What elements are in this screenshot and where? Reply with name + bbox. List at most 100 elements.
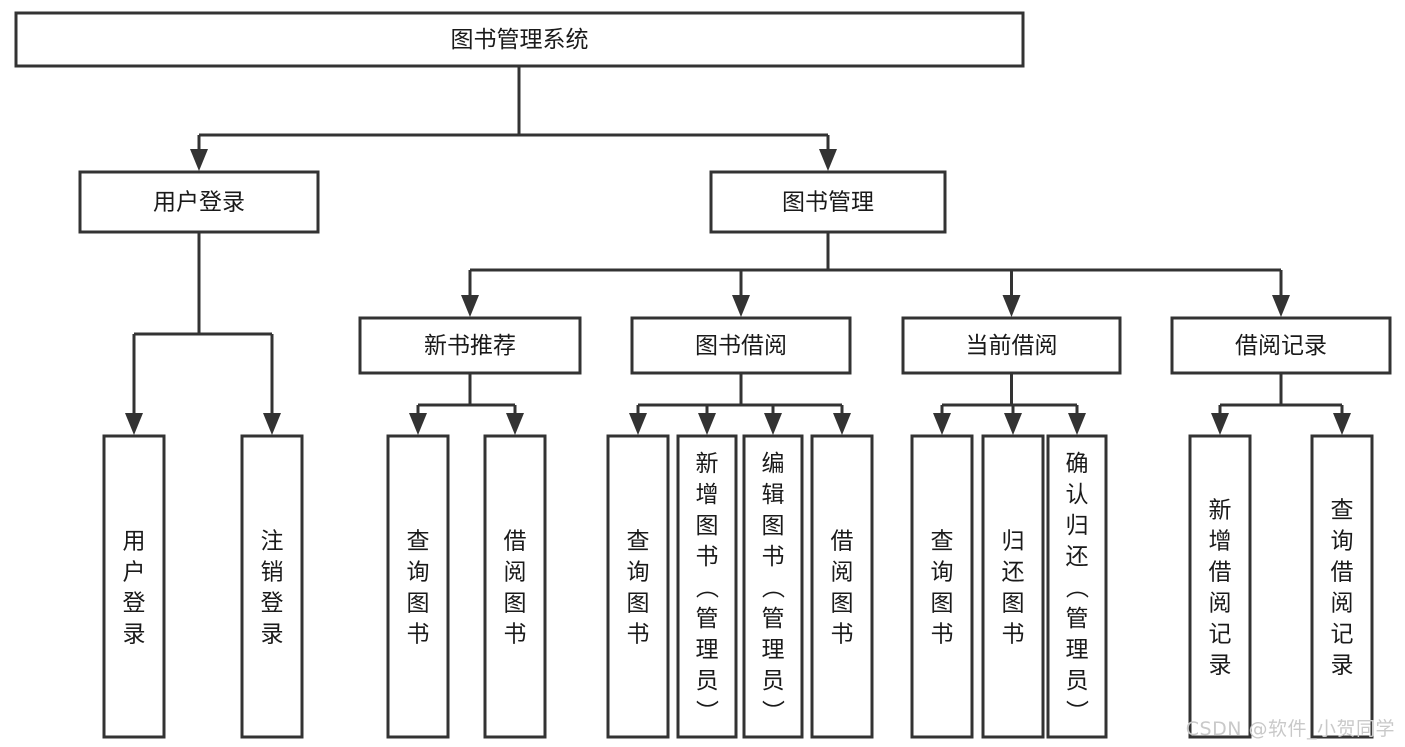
label-char: 阅 — [504, 560, 527, 586]
label-char: 认 — [1066, 482, 1089, 508]
label-char: 书 — [1002, 622, 1025, 648]
label-char: 借 — [1209, 560, 1232, 586]
label-char: 借 — [1331, 560, 1354, 586]
node-label-leaf-user-login: 用户登录 — [123, 529, 146, 648]
node-box-leaf-borrow-book-2[interactable] — [810, 434, 874, 739]
node-box-leaf-return-book[interactable] — [981, 434, 1045, 739]
label-char: 图 — [1002, 591, 1025, 617]
label-char: 还 — [1002, 560, 1025, 586]
label-char: 确 — [1066, 451, 1089, 477]
node-box-leaf-query-book-3[interactable] — [910, 434, 974, 739]
label-char: 借 — [831, 529, 854, 555]
node-box-borrow-record[interactable] — [1170, 316, 1392, 375]
label-char: 员 — [1066, 668, 1089, 694]
arrow-head-icon-leaf-borrow-book-2 — [833, 413, 851, 435]
label-char: 图 — [696, 513, 719, 539]
label-char: 归 — [1066, 513, 1089, 539]
label-char: 员 — [696, 668, 719, 694]
arrow-head-icon-leaf-query-borrow-record — [1333, 413, 1351, 435]
node-box-book-borrow[interactable] — [630, 316, 852, 375]
node-label-root: 图书管理系统 — [451, 27, 589, 53]
label-char: 书 — [407, 622, 430, 648]
label-char: 图 — [504, 591, 527, 617]
label-char: 管 — [1066, 606, 1089, 632]
node-box-leaf-borrow-book-1[interactable] — [483, 434, 547, 739]
node-label-book-manage: 图书管理 — [782, 190, 874, 216]
label-char: 询 — [407, 560, 430, 586]
label-char: 录 — [1331, 653, 1354, 679]
node-label-book-borrow: 图书借阅 — [695, 333, 787, 359]
label-char: 书 — [931, 622, 954, 648]
node-box-book-manage[interactable] — [709, 170, 947, 234]
label-char: ） — [1063, 700, 1089, 723]
label-char: 书 — [831, 622, 854, 648]
node-box-leaf-query-book-2[interactable] — [606, 434, 670, 739]
node-box-leaf-add-book-admin[interactable] — [676, 434, 738, 739]
label-layer: 图书管理系统用户登录图书管理新书推荐图书借阅当前借阅借阅记录用户登录注销登录查询… — [123, 27, 1354, 723]
label-char: 理 — [1066, 637, 1089, 663]
label-char: 记 — [1209, 622, 1232, 648]
node-box-leaf-query-book-1[interactable] — [386, 434, 450, 739]
label-char: 询 — [1331, 529, 1354, 555]
label-char: 图 — [931, 591, 954, 617]
label-char: 管 — [696, 606, 719, 632]
node-box-user-login[interactable] — [78, 170, 320, 234]
arrow-head-icon-leaf-query-book-1 — [409, 413, 427, 435]
node-box-current-borrow[interactable] — [901, 316, 1122, 375]
node-label-borrow-record: 借阅记录 — [1235, 333, 1327, 359]
label-char: 书 — [627, 622, 650, 648]
label-char: （ — [693, 576, 719, 599]
node-box-leaf-confirm-return-admin[interactable] — [1046, 434, 1108, 739]
arrow-head-icon-book-manage — [819, 149, 837, 171]
node-box-leaf-add-borrow-record[interactable] — [1188, 434, 1252, 739]
label-char: 理 — [696, 637, 719, 663]
label-char: 辑 — [762, 482, 785, 508]
node-box-leaf-edit-book-admin[interactable] — [742, 434, 804, 739]
label-char: 用 — [123, 529, 146, 555]
label-char: （ — [1063, 576, 1089, 599]
label-char: 查 — [407, 529, 430, 555]
arrow-head-icon-leaf-add-borrow-record — [1211, 413, 1229, 435]
arrow-head-icon-book-borrow — [732, 295, 750, 317]
label-char: 阅 — [1209, 591, 1232, 617]
node-label-new-book-recommend: 新书推荐 — [424, 333, 516, 359]
label-char: 阅 — [831, 560, 854, 586]
label-char: 新 — [1209, 498, 1232, 524]
arrow-head-icon-leaf-add-book-admin — [698, 413, 716, 435]
label-char: 录 — [123, 622, 146, 648]
label-char: 查 — [627, 529, 650, 555]
label-char: 借 — [504, 529, 527, 555]
arrow-head-icon-new-book-recommend — [461, 295, 479, 317]
label-char: 录 — [1209, 653, 1232, 679]
label-char: 查 — [931, 529, 954, 555]
node-label-user-login: 用户登录 — [153, 190, 245, 216]
arrow-head-icon-leaf-user-login — [125, 413, 143, 435]
node-box-new-book-recommend[interactable] — [358, 316, 582, 375]
arrow-head-icon-leaf-query-book-2 — [629, 413, 647, 435]
node-box-leaf-user-login[interactable] — [102, 434, 166, 739]
arrow-head-icon-leaf-query-book-3 — [933, 413, 951, 435]
label-char: 管 — [762, 606, 785, 632]
node-box-root[interactable] — [14, 11, 1025, 68]
arrow-head-icon-leaf-confirm-return-admin — [1068, 413, 1086, 435]
node-box-leaf-user-logout[interactable] — [240, 434, 304, 739]
label-char: 登 — [261, 591, 284, 617]
label-char: ） — [759, 700, 785, 723]
csdn-watermark: CSDN @软件_小贺同学 — [1185, 718, 1395, 740]
label-char: 图 — [407, 591, 430, 617]
node-layer — [14, 11, 1392, 739]
label-char: 理 — [762, 637, 785, 663]
label-char: 图 — [627, 591, 650, 617]
node-box-leaf-query-borrow-record[interactable] — [1310, 434, 1374, 739]
label-char: 图 — [762, 513, 785, 539]
